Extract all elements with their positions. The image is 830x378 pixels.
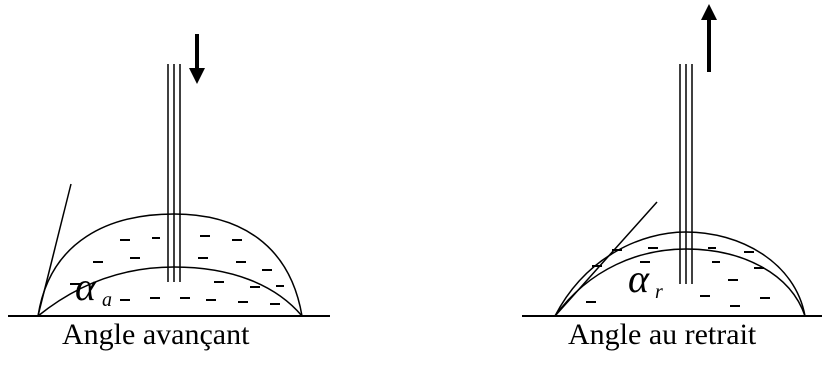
receding-angle-caption: Angle au retrait bbox=[568, 318, 756, 352]
advancing-angle-subscript: a bbox=[102, 289, 112, 311]
advancing-panel: α a bbox=[8, 34, 330, 316]
receding-angle-symbol: α bbox=[628, 256, 650, 301]
advancing-angle-symbol: α bbox=[75, 264, 97, 309]
right-liquid-dashes bbox=[586, 248, 770, 306]
receding-panel: α r bbox=[522, 12, 822, 316]
receding-angle-subscript: r bbox=[655, 281, 663, 303]
advancing-angle-caption: Angle avançant bbox=[62, 318, 249, 352]
